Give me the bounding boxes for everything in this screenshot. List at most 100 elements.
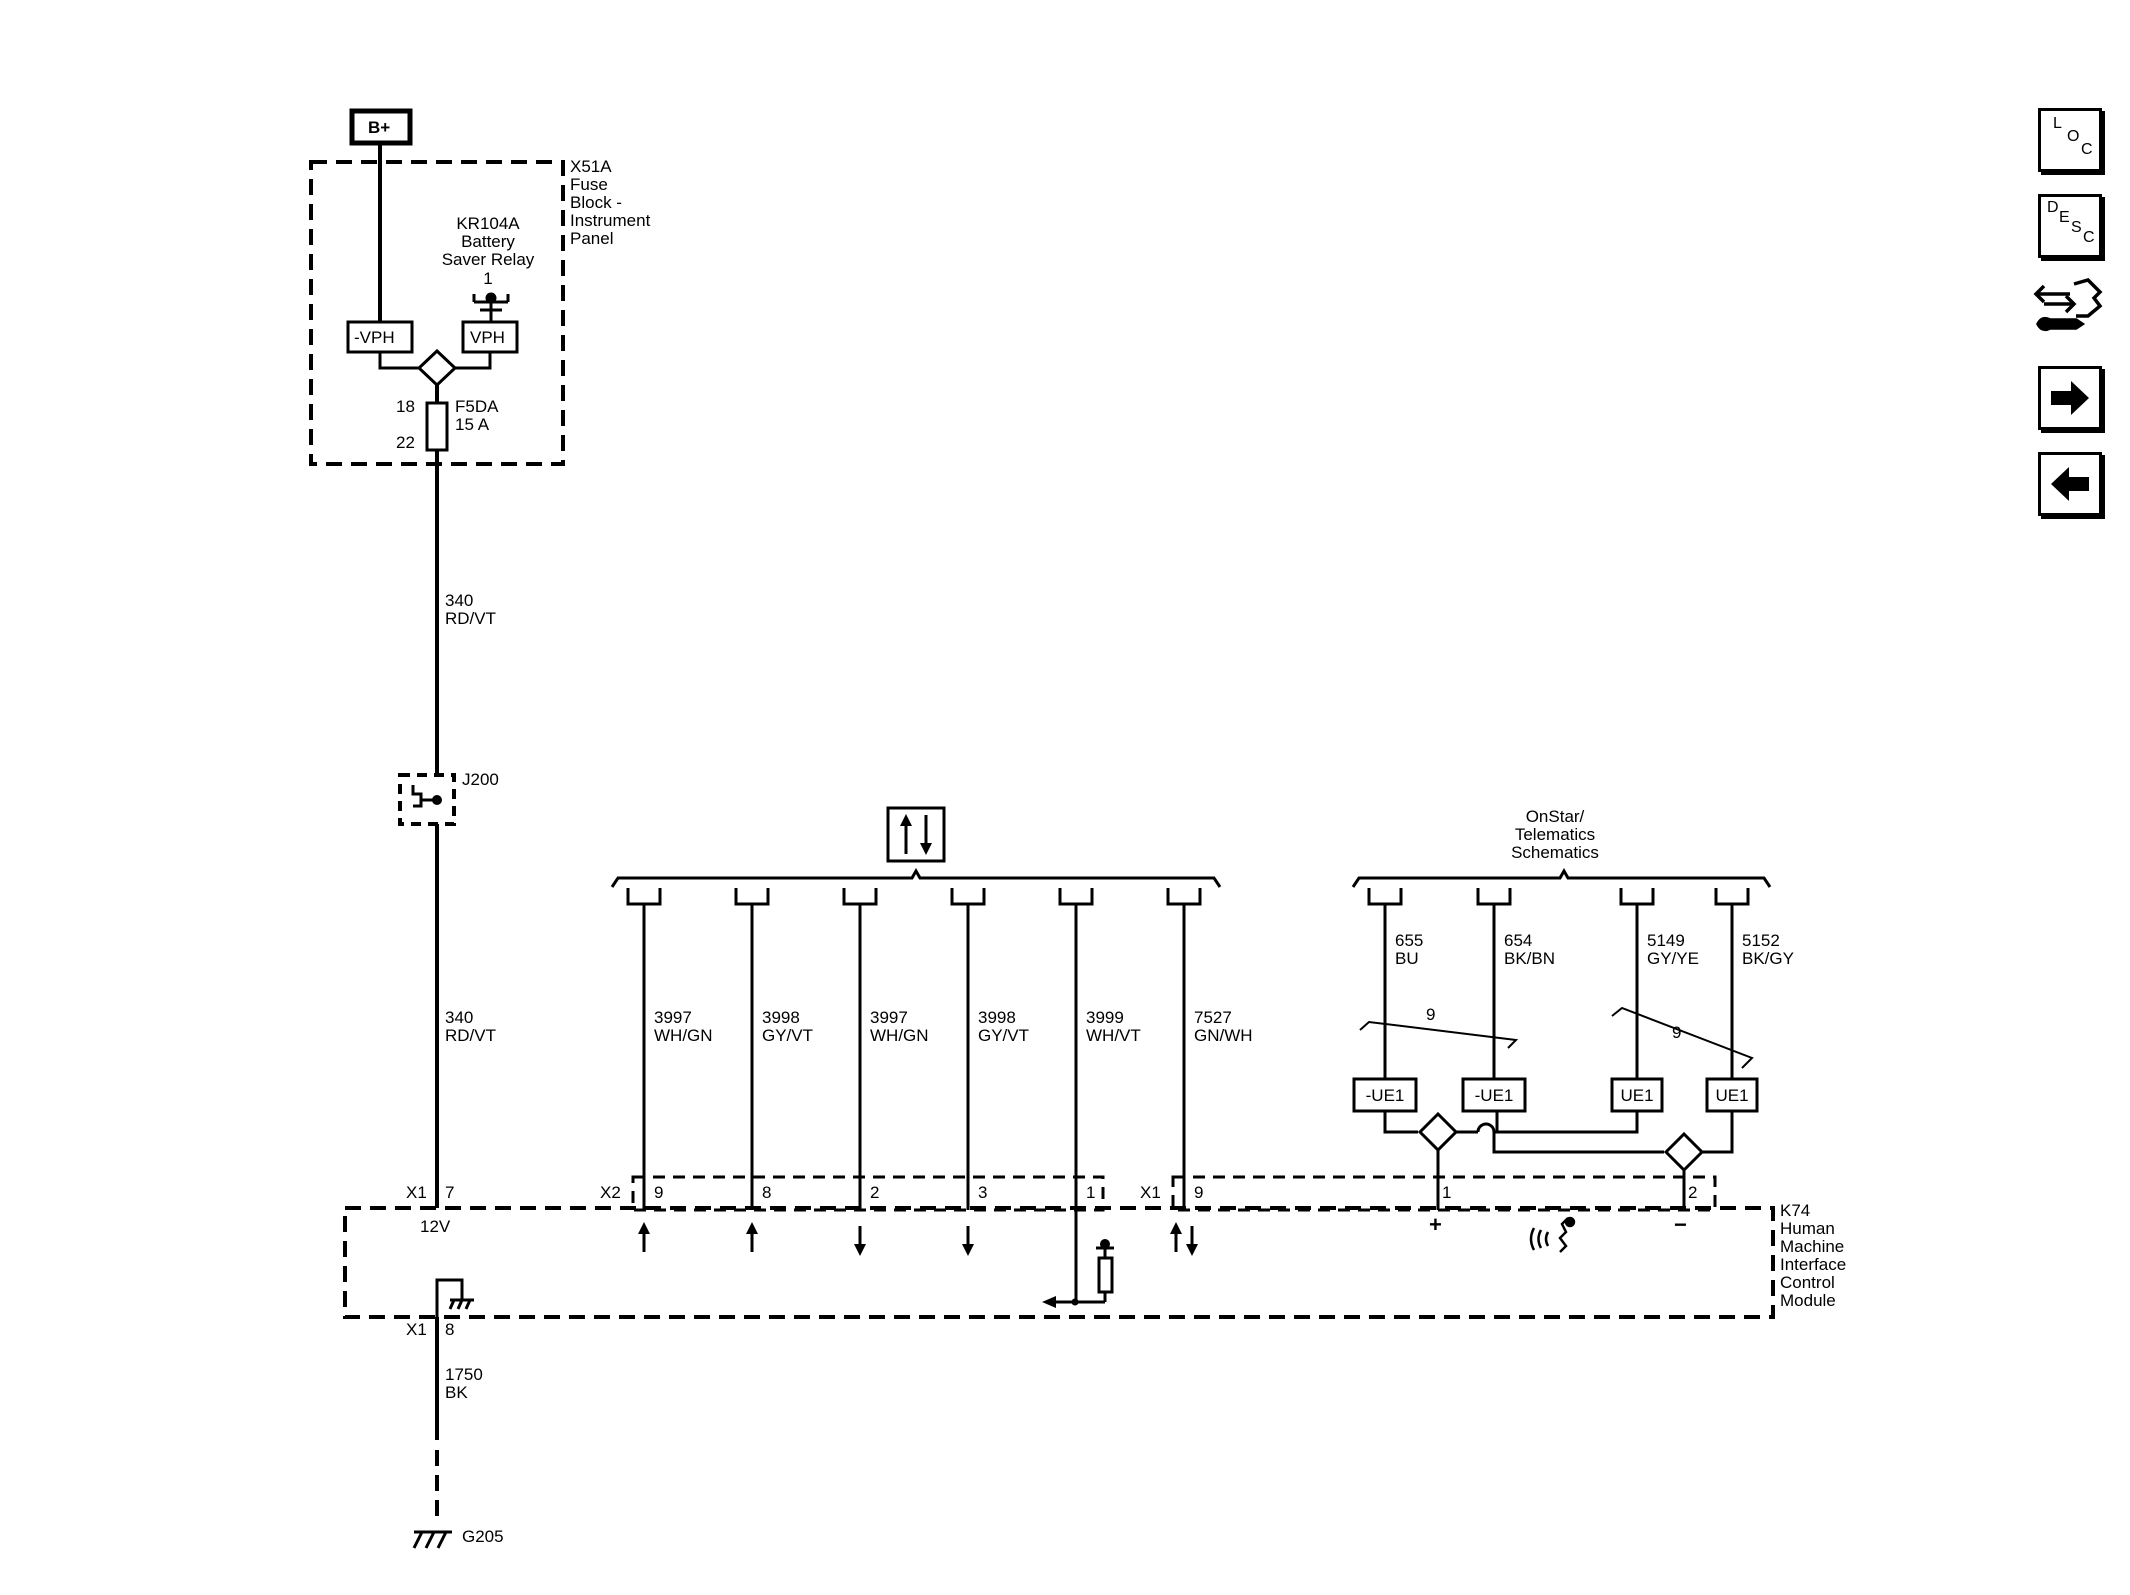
- svg-text:Saver Relay: Saver Relay: [442, 250, 535, 269]
- module-12v: 12V: [420, 1217, 451, 1236]
- loc-letter-c: C: [2081, 141, 2093, 158]
- desc-letter-d: D: [2047, 199, 2059, 216]
- onstar-pin-1: 1: [1442, 1183, 1451, 1202]
- onstar-wire-circuit: 655: [1395, 931, 1423, 950]
- j200-splice-outline: [398, 773, 456, 826]
- data-wire-color: WH/VT: [1086, 1026, 1141, 1045]
- onstar-wire-circuit: 5149: [1647, 931, 1685, 950]
- twist-left-label: 9: [1426, 1005, 1435, 1024]
- ground-g205-symbol: [412, 1530, 452, 1549]
- svg-text:Instrument: Instrument: [570, 211, 651, 230]
- svg-text:Telematics: Telematics: [1515, 825, 1595, 844]
- svg-text:Fuse: Fuse: [570, 175, 608, 194]
- fuse-block-label: X51A Fuse Block - Instrument Panel: [570, 157, 651, 248]
- data-wire-color: GY/VT: [762, 1026, 813, 1045]
- fuse-rating: 15 A: [455, 415, 490, 434]
- connector-x1-label: X1: [1140, 1183, 1161, 1202]
- svg-text:Block -: Block -: [570, 193, 622, 212]
- connector-x2-label: X2: [600, 1183, 621, 1202]
- j200-connector-symbol: [411, 785, 442, 808]
- svg-text:K74: K74: [1780, 1201, 1810, 1220]
- connector-x2-outline: [631, 1175, 1105, 1212]
- data-wire-pin: 8: [762, 1183, 771, 1202]
- data-wire-pin: 9: [654, 1183, 663, 1202]
- connector-wrench-icon: [2033, 278, 2103, 332]
- desc-letter-e: E: [2059, 209, 2070, 226]
- svg-text:Control: Control: [1780, 1273, 1835, 1292]
- data-bus-brace: [610, 867, 1222, 888]
- wire-340-color-1: RD/VT: [445, 609, 496, 628]
- arrow-left-icon: [2051, 467, 2089, 501]
- connector-x1-outline: [1171, 1175, 1717, 1212]
- ue1-label: -UE1: [1475, 1086, 1514, 1105]
- fuse-pin-top: 18: [396, 397, 415, 416]
- next-page-button[interactable]: [2038, 366, 2102, 430]
- twisted-pair-left: [1359, 1020, 1519, 1049]
- module-plus: +: [1429, 1212, 1442, 1237]
- module-x1-top: X1: [406, 1183, 427, 1202]
- module-pin-8: 8: [445, 1320, 454, 1339]
- onstar-wire-color: GY/YE: [1647, 949, 1699, 968]
- wire-340-circuit-1: 340: [445, 591, 473, 610]
- module-outline: [343, 1206, 1775, 1319]
- microphone-icon: [1529, 1216, 1576, 1253]
- data-wire-pin: 1: [1086, 1183, 1095, 1202]
- onstar-wire-color: BK/BN: [1504, 949, 1555, 968]
- onstar-title: OnStar/ Telematics Schematics: [1511, 807, 1599, 862]
- ue1-label: UE1: [1620, 1086, 1653, 1105]
- ue1-splice-left: [1417, 1111, 1459, 1153]
- vph-label: VPH: [470, 328, 505, 347]
- data-wire-pin: 9: [1194, 1183, 1203, 1202]
- fuse-name: F5DA: [455, 397, 499, 416]
- module-minus: −: [1674, 1212, 1687, 1237]
- module-x1-bottom: X1: [406, 1320, 427, 1339]
- ue1-box: [1461, 1077, 1527, 1113]
- svg-text:Schematics: Schematics: [1511, 843, 1599, 862]
- fuse-pin-bottom: 22: [396, 433, 415, 452]
- onstar-wire-color: BU: [1395, 949, 1419, 968]
- module-pin-7: 7: [445, 1183, 454, 1202]
- ue1-label: -UE1: [1366, 1086, 1405, 1105]
- vph-box: [461, 320, 519, 354]
- relay-symbol: [472, 292, 510, 322]
- location-button[interactable]: L O C: [2038, 108, 2102, 172]
- svg-text:KR104A: KR104A: [456, 214, 520, 233]
- connector-repair-button[interactable]: [2030, 272, 2110, 342]
- data-wire-color: WH/GN: [870, 1026, 929, 1045]
- fuse-f5da-symbol: [425, 401, 449, 452]
- splice-diamond: [416, 348, 458, 388]
- data-wire-circuit: 7527: [1194, 1008, 1232, 1027]
- description-button[interactable]: D E S C: [2038, 194, 2102, 258]
- ground-wire-color: BK: [445, 1383, 468, 1402]
- j200-label: J200: [462, 770, 499, 789]
- onstar-brace: [1351, 867, 1772, 888]
- onstar-wire-color: BK/GY: [1742, 949, 1794, 968]
- vph-neg-label: -VPH: [354, 328, 395, 347]
- twist-right-label: 9: [1672, 1023, 1681, 1042]
- onstar-pin-2: 2: [1688, 1183, 1697, 1202]
- loc-letter-o: O: [2067, 128, 2080, 145]
- ue1-splice-right: [1663, 1131, 1705, 1173]
- desc-letter-c: C: [2083, 229, 2095, 246]
- data-wire-pin: 3: [978, 1183, 987, 1202]
- module-label: K74 Human Machine Interface Control Modu…: [1780, 1201, 1846, 1310]
- svg-text:X51A: X51A: [570, 157, 612, 176]
- data-wire-circuit: 3998: [762, 1008, 800, 1027]
- svg-text:Module: Module: [1780, 1291, 1836, 1310]
- svg-text:Human: Human: [1780, 1219, 1835, 1238]
- svg-text:Panel: Panel: [570, 229, 613, 248]
- svg-text:Interface: Interface: [1780, 1255, 1846, 1274]
- previous-page-button[interactable]: [2038, 452, 2102, 516]
- data-wire-color: WH/GN: [654, 1026, 713, 1045]
- ground-wire-circuit: 1750: [445, 1365, 483, 1384]
- ue1-label: UE1: [1715, 1086, 1748, 1105]
